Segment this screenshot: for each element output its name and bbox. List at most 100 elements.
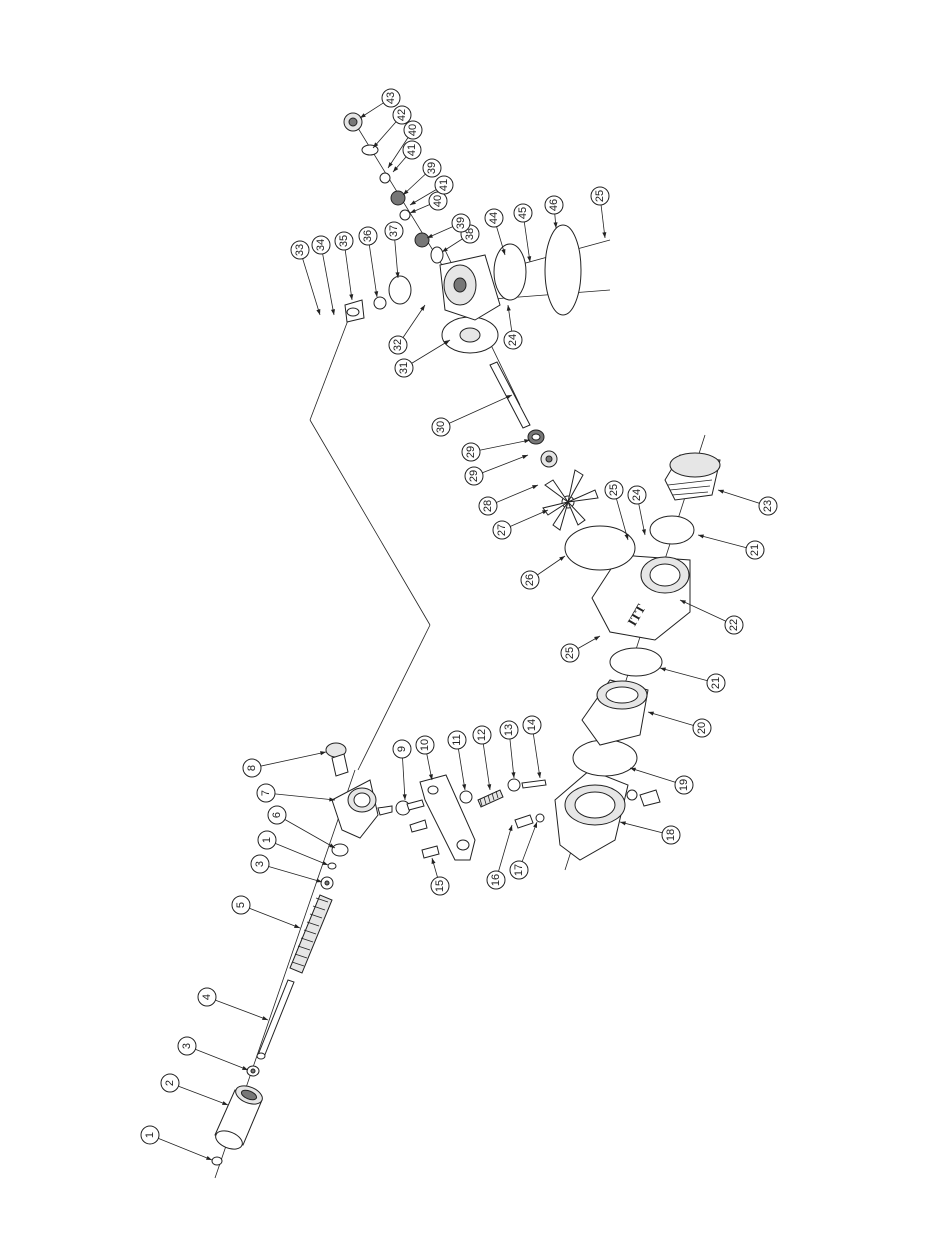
callout-number: 14 xyxy=(526,719,538,731)
part-12-spring xyxy=(478,790,503,807)
callout-leader xyxy=(187,1046,248,1070)
callout-number: 4 xyxy=(201,994,213,1000)
part-3-washer-upper xyxy=(321,877,333,889)
callout-number: 35 xyxy=(338,235,350,247)
callout-arrowhead xyxy=(410,209,416,213)
part-21-oring-upper xyxy=(650,516,694,544)
callout-11: 11 xyxy=(448,731,466,790)
callout-6: 6 xyxy=(268,806,335,848)
callout-4: 4 xyxy=(198,988,268,1020)
callout-26: 26 xyxy=(521,556,565,589)
callout-number: 43 xyxy=(385,92,397,104)
callout-15: 15 xyxy=(431,858,449,895)
callout-arrowhead xyxy=(522,455,528,459)
callout-number: 25 xyxy=(564,647,576,659)
callout-29: 29 xyxy=(462,439,530,461)
callout-number: 39 xyxy=(426,162,438,174)
callout-number: 6 xyxy=(271,812,283,818)
callout-34: 34 xyxy=(312,236,335,315)
callout-number: 34 xyxy=(315,239,327,251)
callout-number: 36 xyxy=(362,230,374,242)
callout-number: 27 xyxy=(496,524,508,536)
part-21-oring-lower xyxy=(610,648,662,676)
part-17-oring xyxy=(536,814,544,822)
callout-arrowhead xyxy=(294,924,300,928)
callout-number: 41 xyxy=(438,179,450,191)
part-23-fitting xyxy=(665,453,720,500)
part-31-plate xyxy=(442,317,498,353)
callout-arrowhead xyxy=(532,485,538,489)
callout-37: 37 xyxy=(385,222,403,278)
part-top-housing xyxy=(440,255,500,320)
callout-20: 20 xyxy=(648,712,711,737)
callout-10: 10 xyxy=(416,736,434,780)
callout-number: 37 xyxy=(388,225,400,237)
callout-number: 40 xyxy=(407,124,419,136)
callout-number: 28 xyxy=(482,500,494,512)
callout-arrowhead xyxy=(660,667,666,671)
callout-number: 39 xyxy=(455,217,467,229)
callout-number: 3 xyxy=(254,861,266,867)
callout-arrowhead xyxy=(511,772,515,778)
callout-27: 27 xyxy=(493,510,548,539)
callout-17: 17 xyxy=(510,822,537,879)
callout-number: 32 xyxy=(392,339,404,351)
callout-arrowhead xyxy=(594,636,600,641)
callout-number: 26 xyxy=(524,574,536,586)
part-3-washer xyxy=(247,1066,259,1076)
callout-number: 24 xyxy=(631,489,643,501)
callout-46: 46 xyxy=(545,196,563,228)
callout-arrowhead xyxy=(559,556,565,561)
part-30-shaft xyxy=(490,362,530,428)
callout-number: 13 xyxy=(503,724,515,736)
part-5-spring xyxy=(290,895,332,973)
callout-19: 19 xyxy=(630,768,693,794)
callout-arrowhead xyxy=(648,712,654,716)
callout-number: 42 xyxy=(396,109,408,121)
callout-7: 7 xyxy=(257,784,335,802)
callout-number: 31 xyxy=(398,362,410,374)
callout-number: 12 xyxy=(476,729,488,741)
callout-leader xyxy=(150,1135,212,1160)
part-36-nut xyxy=(374,297,386,309)
callout-arrowhead xyxy=(620,821,626,825)
callout-arrowhead xyxy=(403,794,407,800)
callout-3: 3 xyxy=(178,1037,248,1070)
callout-number: 40 xyxy=(432,195,444,207)
callout-leader xyxy=(252,752,326,768)
callout-number: 1 xyxy=(144,1132,156,1138)
callout-layer: 1234531678910111213141516171819202125222… xyxy=(141,89,777,1160)
part-2-bushing xyxy=(213,1082,265,1152)
part-35-knob xyxy=(345,300,364,322)
callout-number: 15 xyxy=(434,880,446,892)
callout-24: 24 xyxy=(628,486,646,535)
callout-number: 45 xyxy=(517,207,529,219)
part-38-disc xyxy=(431,247,443,263)
callout-number: 3 xyxy=(181,1043,193,1049)
callout-leader xyxy=(441,395,512,427)
callout-arrowhead xyxy=(537,772,541,778)
callout-32: 32 xyxy=(389,305,425,354)
part-7-valve-body xyxy=(332,780,392,838)
callout-arrowhead xyxy=(420,305,425,311)
callout-arrowhead xyxy=(388,162,393,168)
callout-1: 1 xyxy=(141,1126,212,1160)
callout-arrowhead xyxy=(206,1156,212,1160)
part-13-cap xyxy=(508,779,520,791)
part-43-cap xyxy=(344,113,362,131)
callout-number: 29 xyxy=(468,470,480,482)
part-10-bracket xyxy=(420,775,475,860)
callout-number: 33 xyxy=(294,244,306,256)
callout-arrowhead xyxy=(527,256,531,262)
callout-21: 21 xyxy=(698,534,764,559)
callout-number: 29 xyxy=(465,446,477,458)
callout-number: 21 xyxy=(710,677,722,689)
callout-arrowhead xyxy=(442,247,448,252)
callout-arrowhead xyxy=(331,309,335,315)
callout-8: 8 xyxy=(243,751,326,777)
part-46-cover xyxy=(545,225,581,315)
callout-arrowhead xyxy=(349,294,353,300)
part-27-impeller xyxy=(543,470,598,530)
callout-number: 41 xyxy=(406,144,418,156)
callout-number: 16 xyxy=(490,874,502,886)
